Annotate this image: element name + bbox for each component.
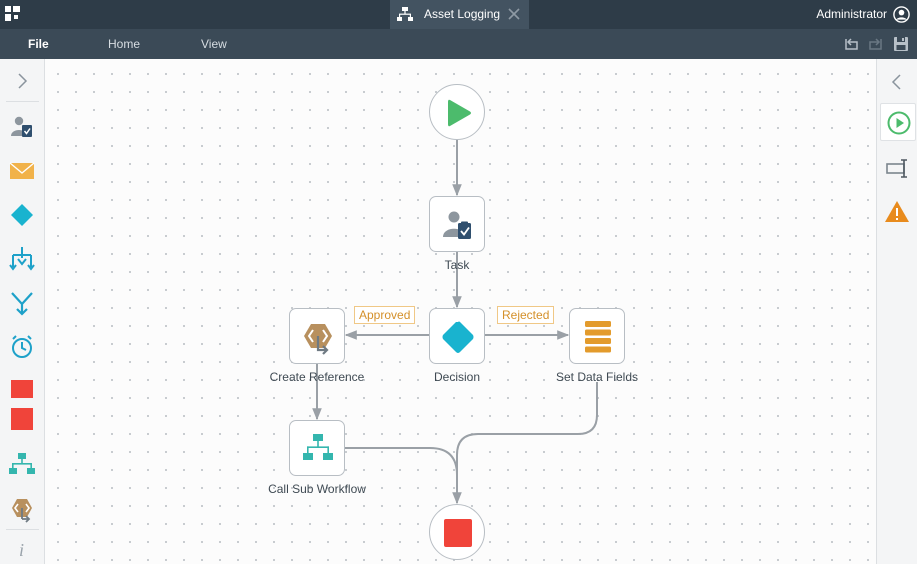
warning-icon[interactable] <box>884 199 910 225</box>
decision-diamond-icon[interactable] <box>8 201 36 229</box>
properties-panel <box>876 59 917 564</box>
call-sub-workflow-node[interactable] <box>289 420 345 476</box>
decision-diamond-icon <box>442 321 474 353</box>
info-icon[interactable]: i <box>8 535 36 563</box>
user-name[interactable]: Administrator <box>816 7 887 21</box>
close-icon[interactable] <box>507 7 521 21</box>
text-field-icon[interactable] <box>884 155 910 181</box>
timer-icon[interactable] <box>8 333 36 361</box>
task-user-icon[interactable] <box>8 113 36 141</box>
menu-home[interactable]: Home <box>108 37 141 51</box>
decision-label: Decision <box>433 370 481 384</box>
start-node[interactable] <box>429 84 485 140</box>
start-play-icon <box>448 99 471 127</box>
task-label: Task <box>444 258 470 272</box>
expand-chevron-icon[interactable] <box>8 67 36 95</box>
redo-icon[interactable] <box>867 35 885 53</box>
start-play-icon <box>887 111 911 135</box>
edge-label-approved: Approved <box>354 306 416 324</box>
task-user-icon <box>443 211 471 239</box>
start-properties-tab[interactable] <box>880 103 916 141</box>
menu-view[interactable]: View <box>201 37 227 51</box>
stop-partial-icon[interactable] <box>8 375 36 403</box>
email-icon[interactable] <box>8 157 36 185</box>
toolbox-divider <box>6 529 39 530</box>
tab-title: Asset Logging <box>424 7 501 21</box>
user-avatar-icon[interactable] <box>893 6 910 23</box>
create-reference-icon[interactable] <box>8 495 36 523</box>
save-icon[interactable] <box>892 35 910 53</box>
edge-label-rejected: Rejected <box>497 306 555 324</box>
call-sub-workflow-label: Call Sub Workflow <box>268 482 366 496</box>
title-bar: Asset Logging Administrator <box>0 0 917 29</box>
data-fields-icon <box>585 321 611 353</box>
tab-asset-logging[interactable]: Asset Logging <box>390 0 529 29</box>
merge-icon[interactable] <box>8 289 36 317</box>
workflow-icon <box>397 7 413 21</box>
sub-workflow-icon[interactable] <box>8 451 36 479</box>
stop-icon <box>444 519 472 547</box>
collapse-chevron-icon[interactable] <box>884 69 910 95</box>
create-reference-node[interactable] <box>289 308 345 364</box>
sub-workflow-icon <box>303 434 333 460</box>
split-icon[interactable] <box>8 245 36 273</box>
stop-icon[interactable] <box>8 405 36 433</box>
undo-icon[interactable] <box>842 35 860 53</box>
info-glyph: i <box>19 540 24 560</box>
menu-bar: File Home View <box>0 29 917 59</box>
app-grid-icon[interactable] <box>5 6 20 21</box>
toolbox-divider <box>6 101 39 102</box>
end-node[interactable] <box>429 504 485 560</box>
task-node[interactable] <box>429 196 485 252</box>
create-reference-label: Create Reference <box>269 370 365 384</box>
edge-set-data-fields-end <box>456 382 598 503</box>
toolbox-panel: i <box>0 59 45 564</box>
menu-file[interactable]: File <box>28 37 49 51</box>
decision-node[interactable] <box>429 308 485 364</box>
set-data-fields-node[interactable] <box>569 308 625 364</box>
set-data-fields-label: Set Data Fields <box>555 370 639 384</box>
create-reference-icon <box>304 324 332 355</box>
